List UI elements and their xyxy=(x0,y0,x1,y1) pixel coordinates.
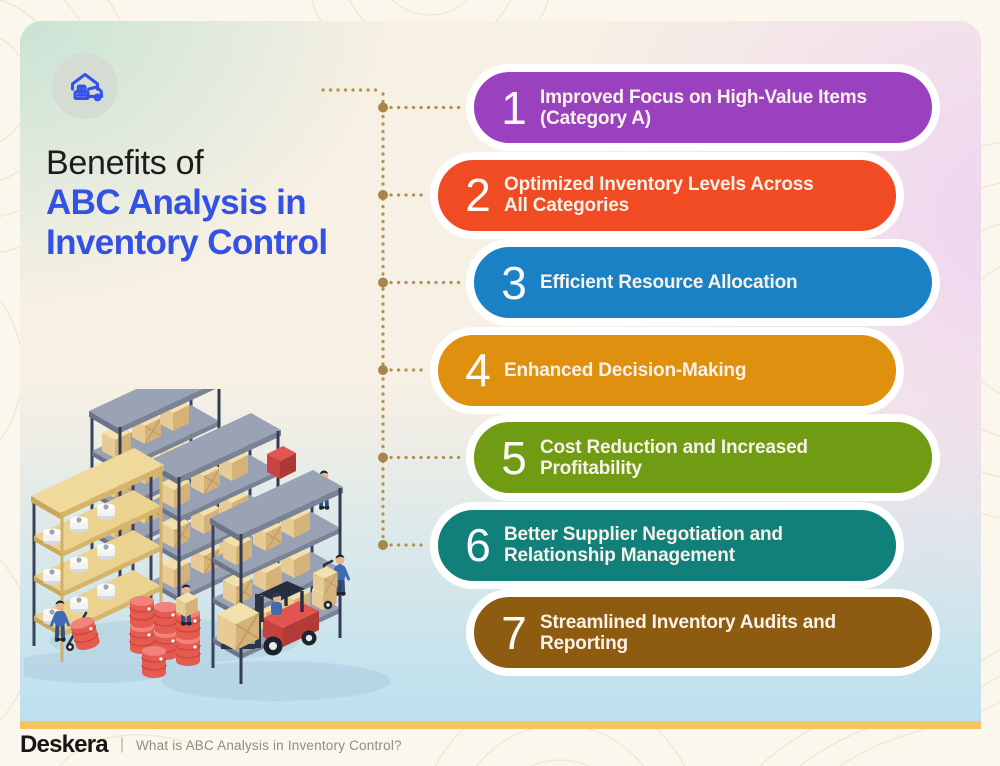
brand-logo: Deskera xyxy=(20,731,109,758)
benefit-label: Cost Reduction and Increased Profitabili… xyxy=(540,436,808,479)
forklift xyxy=(217,581,319,656)
benefit-number: 7 xyxy=(501,606,527,659)
warehouse-illustration xyxy=(24,389,391,701)
benefit-pill-4: 4 Enhanced Decision-Making xyxy=(430,326,904,414)
benefit-label: Streamlined Inventory Audits and Reporti… xyxy=(540,611,836,654)
warehouse-worker-trolley xyxy=(312,552,351,611)
benefit-number: 2 xyxy=(465,169,491,221)
benefit-pill-7: 7 Streamlined Inventory Audits and Repor… xyxy=(466,589,940,676)
title-line-2: ABC Analysis in xyxy=(46,183,307,222)
benefit-label: Better Supplier Negotiation and Relation… xyxy=(504,524,783,566)
benefit-pill-3: 3 Efficient Resource Allocation xyxy=(466,239,940,326)
benefit-pill-6: 6 Better Supplier Negotiation and Relati… xyxy=(430,501,904,589)
benefit-number: 5 xyxy=(501,431,527,484)
footer-separator: | xyxy=(119,736,124,753)
benefit-label: Optimized Inventory Levels Across All Ca… xyxy=(504,174,814,216)
benefit-label: Efficient Resource Allocation xyxy=(540,272,798,293)
benefit-number: 6 xyxy=(465,519,491,571)
title-line-3: Inventory Control xyxy=(46,223,328,262)
footer-tagline: What is ABC Analysis in Inventory Contro… xyxy=(135,737,402,753)
red-crate xyxy=(267,446,296,479)
benefit-number: 3 xyxy=(501,256,527,309)
benefit-pill-1: 1 Improved Focus on High-Value Items (Ca… xyxy=(466,64,940,151)
benefit-pill-2: 2 Optimized Inventory Levels Across All … xyxy=(430,151,904,239)
benefit-pill-5: 5 Cost Reduction and Increased Profitabi… xyxy=(466,414,940,501)
footer: Deskera | What is ABC Analysis in Invent… xyxy=(20,730,981,760)
warehouse-worker-handtruck xyxy=(49,598,102,654)
benefit-label: Improved Focus on High-Value Items (Cate… xyxy=(540,86,867,129)
infographic-card: Benefits of ABC Analysis in Inventory Co… xyxy=(20,21,981,721)
logo-badge xyxy=(52,53,118,119)
title-line-1: Benefits of xyxy=(46,144,204,182)
benefit-number: 1 xyxy=(501,81,527,134)
benefit-number: 4 xyxy=(465,344,491,396)
gold-accent-bar xyxy=(20,721,981,729)
warehouse-truck-icon xyxy=(70,73,104,102)
benefit-label: Enhanced Decision-Making xyxy=(504,359,747,381)
page-title: Benefits of ABC Analysis in Inventory Co… xyxy=(46,143,328,263)
